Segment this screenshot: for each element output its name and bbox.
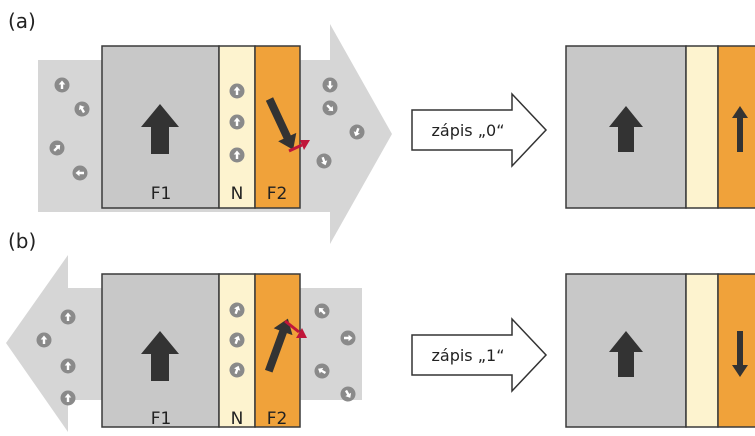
n-spacer-layer [218,273,256,428]
write-arrow [411,317,548,393]
result-f2-layer [717,273,755,428]
panel-b-label: (b) [8,229,36,253]
result-f2-magnetization-arrow [732,106,748,152]
spin-electron [60,309,76,325]
f1-label: F1 [151,409,172,429]
result-f1-magnetization-arrow [609,331,643,377]
f1-magnetization-arrow [141,331,179,381]
result-f2-magnetization-arrow [732,331,748,377]
spin-electron [229,83,245,99]
result-f2-layer [717,45,755,209]
spin-electron [60,358,76,374]
f1-label: F1 [151,184,172,204]
f2-layer [254,45,301,209]
spin-electron [229,114,245,130]
result-n-spacer-layer [685,45,719,209]
result-n-spacer-layer [685,273,719,428]
spin-electron [60,390,76,406]
n-label: N [231,409,244,429]
f2-magnetization-arrow [265,97,297,150]
f2-label: F2 [267,409,288,429]
write-arrow [411,92,548,168]
spin-electron [36,332,52,348]
spin-electron [322,77,338,93]
n-label: N [231,184,244,204]
f2-magnetization-arrow [264,318,293,373]
spin-electron [229,147,245,163]
result-f1-magnetization-arrow [609,106,643,152]
torque-arrow [284,319,307,338]
spin-electron [54,77,70,93]
write-label: zápis „0“ [432,121,505,140]
spin-electron [340,330,356,346]
write-label: zápis „1“ [432,346,505,365]
n-spacer-layer [218,45,256,209]
torque-arrow [288,140,310,153]
f1-magnetization-arrow [141,104,179,154]
spin-electron [72,165,88,181]
panel-a-label: (a) [8,9,36,33]
f2-label: F2 [267,184,288,204]
